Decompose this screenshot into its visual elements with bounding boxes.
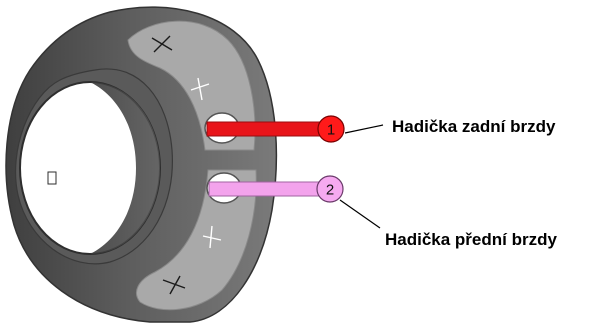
callout-badge-1: [317, 115, 345, 143]
callout-label-rear-brake: Hadička zadní brzdy: [392, 117, 556, 136]
x-mark: [190, 77, 210, 101]
front-brake-hose: [208, 181, 330, 197]
callout-badge-2: [316, 175, 344, 203]
ring-bore-inner-wall: [90, 82, 160, 254]
x-mark: [151, 35, 173, 53]
leader-line-1: [344, 124, 384, 134]
callout-front-brake: 2 Hadička přední brzdy: [208, 175, 557, 249]
callout-rear-brake: 1 Hadička zadní brzdy: [206, 115, 556, 143]
callout-label-front-brake: Hadička přední brzdy: [385, 230, 557, 249]
leader-line-2: [339, 199, 381, 229]
rear-brake-hose: [206, 121, 330, 137]
x-mark: [162, 275, 186, 295]
callout-number-2: 2: [326, 182, 334, 199]
bore-notch: [47, 171, 57, 185]
channel-lower-pad: [136, 169, 257, 311]
x-mark: [202, 225, 222, 249]
callout-number-1: 1: [327, 122, 335, 139]
